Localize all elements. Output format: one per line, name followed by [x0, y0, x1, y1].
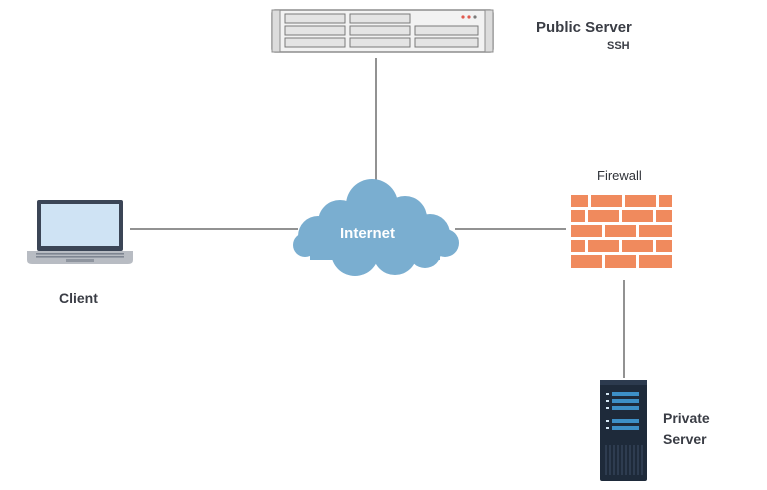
- internet-label: Internet: [340, 225, 396, 242]
- public-server-protocol-label: SSH: [607, 40, 630, 52]
- connectors: [130, 58, 625, 378]
- firewall-label: Firewall: [597, 168, 642, 183]
- laptop-icon: [27, 200, 133, 264]
- internet-cloud-icon: [293, 179, 459, 276]
- private-server-label-line2: Server: [663, 431, 707, 447]
- private-server-label-line1: Private: [663, 410, 710, 426]
- private-server-icon: [600, 380, 647, 481]
- firewall-icon: [571, 195, 672, 268]
- public-server-icon: [271, 9, 494, 53]
- public-server-label: Public Server: [536, 19, 632, 36]
- client-label: Client: [59, 290, 98, 306]
